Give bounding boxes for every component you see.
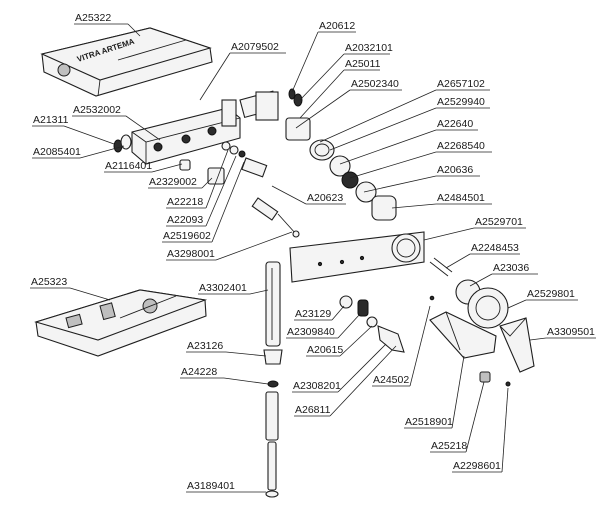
label-a2529701: A2529701 xyxy=(475,216,523,228)
label-a21311: A21311 xyxy=(33,114,69,126)
part-cover-plate xyxy=(289,231,425,283)
part-bottom-service-box xyxy=(34,289,208,357)
label-a2657102: A2657102 xyxy=(437,78,485,90)
label-a22093: A22093 xyxy=(167,214,203,226)
label-a3298001: A3298001 xyxy=(167,248,215,260)
part-labels: A25322 A20612 A2079502 A2032101 A25011 A… xyxy=(31,12,595,492)
label-a20636: A20636 xyxy=(437,164,473,176)
label-a25323: A25323 xyxy=(31,276,67,288)
label-a2308201: A2308201 xyxy=(293,380,341,392)
label-a2116401: A2116401 xyxy=(105,160,152,172)
part-spout xyxy=(429,311,497,359)
label-a20612: A20612 xyxy=(319,20,355,32)
label-a2502340: A2502340 xyxy=(351,78,399,90)
label-a2079502: A2079502 xyxy=(231,41,279,53)
label-a24502: A24502 xyxy=(373,374,409,386)
label-a2519602: A2519602 xyxy=(163,230,211,242)
label-a2484501: A2484501 xyxy=(437,192,485,204)
label-a3302401: A3302401 xyxy=(199,282,247,294)
label-a24228: A24228 xyxy=(181,366,217,378)
part-hose-connector xyxy=(339,295,435,353)
part-hand-shower xyxy=(263,261,283,365)
label-a2298601: A2298601 xyxy=(453,460,501,472)
label-a23126: A23126 xyxy=(187,340,223,352)
label-a25011: A25011 xyxy=(345,58,381,70)
part-top-service-box: VITRA ARTEMA xyxy=(40,27,213,97)
part-aerator xyxy=(479,371,511,387)
part-end-cap xyxy=(113,134,132,153)
part-shower-hose xyxy=(265,380,279,498)
label-a25218: A25218 xyxy=(431,440,467,452)
label-a2532002: A2532002 xyxy=(73,104,121,116)
label-a25322: A25322 xyxy=(75,12,111,24)
part-rosette xyxy=(455,279,509,329)
label-a2518901: A2518901 xyxy=(405,416,453,428)
part-valve-body xyxy=(131,90,279,165)
part-cartridge-stack xyxy=(285,88,397,221)
label-a2529940: A2529940 xyxy=(437,96,485,108)
label-a22218: A22218 xyxy=(167,196,203,208)
label-a26811: A26811 xyxy=(295,404,331,416)
label-a20623: A20623 xyxy=(307,192,343,204)
label-a23036: A23036 xyxy=(493,262,529,274)
label-a2032101: A2032101 xyxy=(345,42,393,54)
label-a22640: A22640 xyxy=(437,118,473,130)
label-a23129: A23129 xyxy=(295,308,331,320)
label-a2529801: A2529801 xyxy=(527,288,575,300)
label-a2248453: A2248453 xyxy=(471,242,519,254)
part-lever-handle xyxy=(499,317,535,373)
leader-lines xyxy=(30,23,596,493)
label-a3309501: A3309501 xyxy=(547,326,595,338)
label-a2309840: A2309840 xyxy=(287,326,335,338)
label-a3189401: A3189401 xyxy=(187,480,235,492)
part-screws xyxy=(429,257,453,277)
label-a20615: A20615 xyxy=(307,344,343,356)
part-diverter-spindle xyxy=(251,197,300,238)
label-a2329002: A2329002 xyxy=(149,176,197,188)
label-a2268540: A2268540 xyxy=(437,140,485,152)
label-a2085401: A2085401 xyxy=(33,146,81,158)
